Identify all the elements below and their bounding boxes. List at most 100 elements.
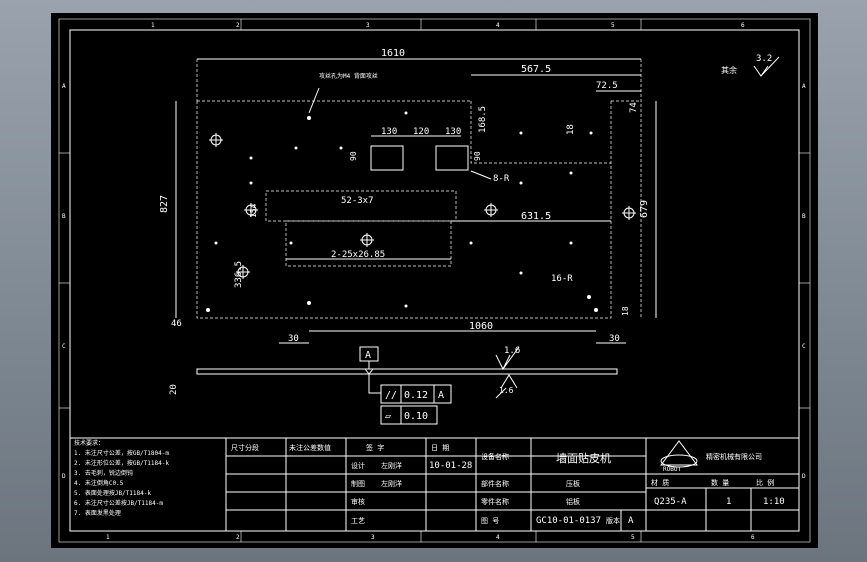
dim-130a: 130: [381, 127, 397, 137]
grid-col-1-top: 1: [151, 22, 155, 29]
dim-16b: 1.6: [499, 386, 514, 395]
dim-120: 120: [413, 127, 429, 137]
tb-design: 设计: [351, 461, 365, 470]
tb-scale: 1:10: [763, 497, 785, 507]
tb-part-label: 部件名称: [481, 479, 509, 488]
tb-number-label: 图 号: [481, 517, 499, 525]
dim-90b: 90: [473, 151, 482, 161]
grid-row-c-left: C: [62, 343, 66, 350]
dim-20: 20: [169, 384, 179, 395]
tb-review: 审核: [351, 497, 365, 506]
dim-overall-height: 827: [159, 195, 170, 213]
grid-row-b-left: B: [62, 213, 66, 220]
note-holes: 攻丝孔为M4 背面攻丝: [319, 72, 378, 80]
tech-note-7: 7. 表面发黑处理: [74, 509, 121, 517]
datum-label: A: [365, 350, 371, 361]
dim-154: 154: [249, 203, 258, 218]
tb-scale-label: 比 例: [756, 478, 774, 487]
grid-col-3-bottom: 3: [371, 534, 375, 541]
tb-drawing-number: GC10-01-0137: [536, 516, 601, 526]
tech-note-6: 6. 未注尺寸公差按JB/T1184-m: [74, 499, 163, 507]
tech-note-0: 技术要求：: [74, 439, 104, 447]
dim-16: 1.6: [504, 346, 520, 356]
tb-date-header: 日 期: [431, 444, 449, 452]
grid-col-4-top: 4: [496, 22, 500, 29]
dim-679: 679: [639, 200, 650, 218]
dim-631: 631.5: [521, 211, 551, 222]
slot-region-lower: [285, 220, 452, 267]
tb-part-type: 铝板: [566, 497, 580, 506]
dim-slots-2: 2-25x26.85: [331, 250, 385, 260]
dim-1060: 1060: [469, 321, 493, 332]
tb-equipment-label: 设备名称: [481, 452, 509, 461]
tb-company: 精密机械有限公司: [706, 452, 762, 461]
grid-col-5-top: 5: [611, 22, 615, 29]
tol-datum-1: A: [438, 390, 444, 401]
dim-18a: 18: [566, 124, 576, 135]
tech-note-1: 1. 未注尺寸公差，按GB/T1804-m: [74, 449, 169, 457]
dim-130b: 130: [445, 127, 461, 137]
dim-holes-8: 8-R: [493, 174, 510, 184]
dim-90a: 90: [349, 151, 358, 161]
dim-30b: 30: [609, 334, 620, 344]
dim-holes-16: 16-R: [551, 274, 573, 284]
tb-material: Q235-A: [654, 497, 687, 507]
dim-30a: 30: [288, 334, 299, 344]
tb-drawing-name: 左刚洋: [381, 479, 402, 488]
outer-frame: [58, 18, 811, 543]
tb-part-value: 压板: [566, 479, 580, 488]
tech-notes: 技术要求： 1. 未注尺寸公差，按GB/T1804-m 2. 未注形位公差，按G…: [74, 439, 169, 517]
small-holes: [206, 111, 598, 312]
tb-design-name: 左刚洋: [381, 461, 402, 470]
cad-drawing: 1 2 3 4 5 6 1 2 3 4 5 6 A B C D A B C D …: [51, 13, 818, 548]
grid-col-2-bottom: 2: [236, 534, 240, 541]
tb-drawing: 制图: [351, 479, 365, 488]
tb-qty: 1: [726, 497, 731, 507]
grid-col-3-top: 3: [366, 22, 370, 29]
tb-approve: 工艺: [351, 517, 365, 525]
dim-18b: 18: [621, 306, 630, 316]
tb-tolerance: 未注公差数值: [289, 443, 331, 452]
dim-567: 567.5: [521, 64, 551, 75]
tech-note-3: 3. 去毛刺，锐边倒钝: [74, 469, 133, 477]
tol-value-2: 0.10: [404, 411, 428, 422]
roughness-value: 3.2: [756, 54, 772, 64]
tb-date: 10-01-28: [429, 461, 472, 471]
grid-col-6-bottom: 6: [751, 534, 755, 541]
tb-version-label: 版本: [606, 516, 620, 525]
dim-74: 74: [629, 102, 639, 113]
mounting-holes: [209, 133, 636, 279]
grid-row-a-right: A: [802, 83, 806, 90]
grid-col-2-top: 2: [236, 22, 240, 29]
tech-note-5: 5. 表面处理按JB/T1184-k: [74, 489, 151, 497]
window-left: [370, 145, 404, 171]
tb-material-label: 材 质: [651, 478, 669, 487]
drawing-canvas: 1 2 3 4 5 6 1 2 3 4 5 6 A B C D A B C D …: [51, 13, 818, 548]
tb-version: A: [628, 516, 634, 526]
company-logo: ROBOT: [660, 440, 698, 473]
tb-product-name: 墙面贴皮机: [556, 451, 611, 465]
grid-col-5-bottom: 5: [631, 534, 635, 541]
tb-sign-header: 签 字: [366, 443, 384, 452]
dim-168: 168.5: [478, 106, 488, 133]
roughness-label: 其余: [721, 65, 737, 75]
zone-ticks: [59, 19, 810, 542]
logo-text: ROBOT: [663, 466, 681, 473]
window-right: [435, 145, 469, 171]
title-block: [69, 437, 800, 532]
grid-col-6-top: 6: [741, 22, 745, 29]
tol-value-1: 0.12: [404, 390, 428, 401]
tech-note-4: 4. 未注倒角C0.5: [74, 479, 124, 487]
dim-72: 72.5: [596, 81, 618, 91]
grid-col-1-bottom: 1: [106, 534, 110, 541]
dim-46: 46: [171, 319, 182, 329]
tol-symbol-2: ▱: [385, 411, 391, 422]
dim-overall-width: 1610: [381, 48, 405, 59]
grid-row-a-left: A: [62, 83, 66, 90]
grid-row-b-right: B: [802, 213, 806, 220]
tb-part-type-label: 零件名称: [481, 497, 509, 506]
roughness-side: [495, 346, 520, 371]
tb-size-range: 尺寸分段: [231, 443, 259, 452]
grid-row-d-right: D: [802, 473, 806, 480]
roughness-symbol: [753, 56, 780, 77]
